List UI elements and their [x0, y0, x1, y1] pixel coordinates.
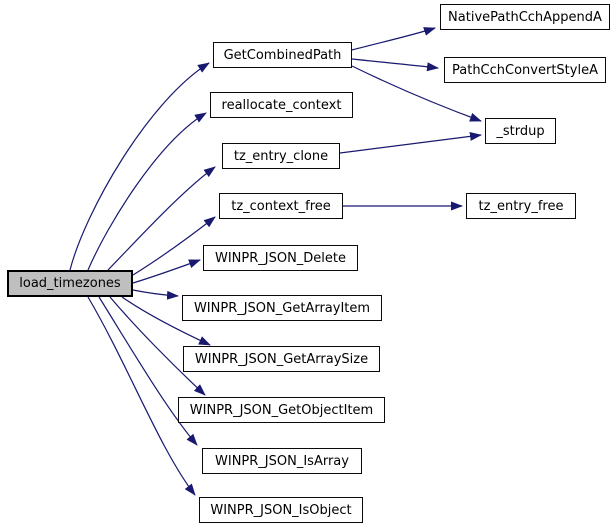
node-winpr-json-is-array[interactable]: WINPR_JSON_IsArray — [202, 448, 362, 474]
node-winpr-json-delete[interactable]: WINPR_JSON_Delete — [203, 245, 358, 271]
edge-get-combined-path-to-strdup — [351, 65, 482, 122]
node-winpr-json-get-array-size[interactable]: WINPR_JSON_GetArraySize — [183, 346, 380, 372]
node-tz-entry-clone[interactable]: tz_entry_clone — [222, 143, 340, 169]
node-tz-entry-free[interactable]: tz_entry_free — [466, 193, 576, 219]
edge-load-timezones-to-winpr-json-is-array — [98, 296, 198, 446]
edge-load-timezones-to-get-combined-path — [69, 62, 210, 271]
edge-get-combined-path-to-path-cch-convert-style-a — [351, 58, 439, 72]
edge-get-combined-path-to-native-path-cch-append-a — [351, 27, 436, 51]
edge-load-timezones-to-tz-entry-clone — [107, 166, 216, 271]
node-path-cch-convert-style-a[interactable]: PathCchConvertStyleA — [444, 57, 606, 83]
node-strdup[interactable]: _strdup — [485, 118, 556, 144]
edge-load-timezones-to-tz-context-free — [132, 216, 216, 276]
node-load-timezones: load_timezones — [7, 270, 133, 297]
edge-load-timezones-to-winpr-json-get-object-item — [109, 296, 206, 396]
edge-load-timezones-to-reallocate-context — [87, 112, 207, 271]
node-get-combined-path[interactable]: GetCombinedPath — [213, 42, 352, 68]
node-native-path-cch-append-a[interactable]: NativePathCchAppendA — [440, 4, 610, 30]
edge-load-timezones-to-winpr-json-is-object — [87, 296, 196, 496]
node-winpr-json-get-object-item[interactable]: WINPR_JSON_GetObjectItem — [178, 397, 385, 423]
edge-load-timezones-to-winpr-json-delete — [132, 259, 201, 284]
edge-tz-entry-clone-to-strdup — [339, 131, 482, 154]
node-winpr-json-get-array-item[interactable]: WINPR_JSON_GetArrayItem — [182, 295, 382, 321]
node-tz-context-free[interactable]: tz_context_free — [219, 193, 343, 219]
edge-load-timezones-to-winpr-json-get-array-item — [132, 289, 179, 300]
node-reallocate-context[interactable]: reallocate_context — [210, 92, 353, 118]
node-winpr-json-is-object[interactable]: WINPR_JSON_IsObject — [199, 497, 363, 523]
edge-load-timezones-to-winpr-json-get-array-size — [121, 296, 211, 346]
